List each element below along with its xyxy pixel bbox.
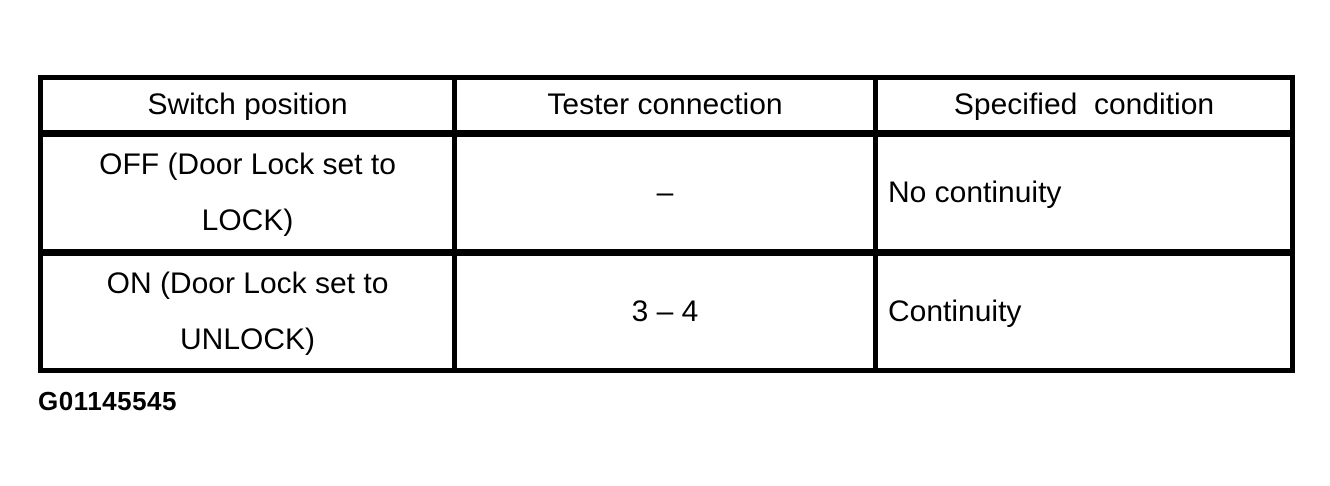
cell-tester-connection-on: 3 – 4 (452, 250, 878, 373)
continuity-spec-table: Switch position Tester connection Specif… (38, 75, 1295, 373)
figure-id-caption: G01145545 (38, 386, 177, 416)
column-header-tester-connection: Tester connection (452, 75, 878, 137)
column-header-specified-condition: Specified condition (873, 75, 1295, 137)
cell-switch-position-off: OFF (Door Lock set to LOCK) (38, 131, 457, 256)
table-row-on: ON (Door Lock set to UNLOCK) 3 – 4 Conti… (38, 250, 1295, 373)
cell-tester-connection-off: – (452, 131, 878, 256)
column-header-switch-position: Switch position (38, 75, 457, 137)
cell-specified-condition-off: No continuity (873, 131, 1295, 256)
table-row-off: OFF (Door Lock set to LOCK) – No continu… (38, 131, 1295, 256)
cell-switch-position-on: ON (Door Lock set to UNLOCK) (38, 250, 457, 373)
switch-position-off-text: OFF (Door Lock set to LOCK) (99, 148, 396, 237)
cell-specified-condition-on: Continuity (873, 250, 1295, 373)
switch-position-on-text: ON (Door Lock set to UNLOCK) (106, 267, 389, 356)
table-header-row: Switch position Tester connection Specif… (38, 75, 1295, 137)
